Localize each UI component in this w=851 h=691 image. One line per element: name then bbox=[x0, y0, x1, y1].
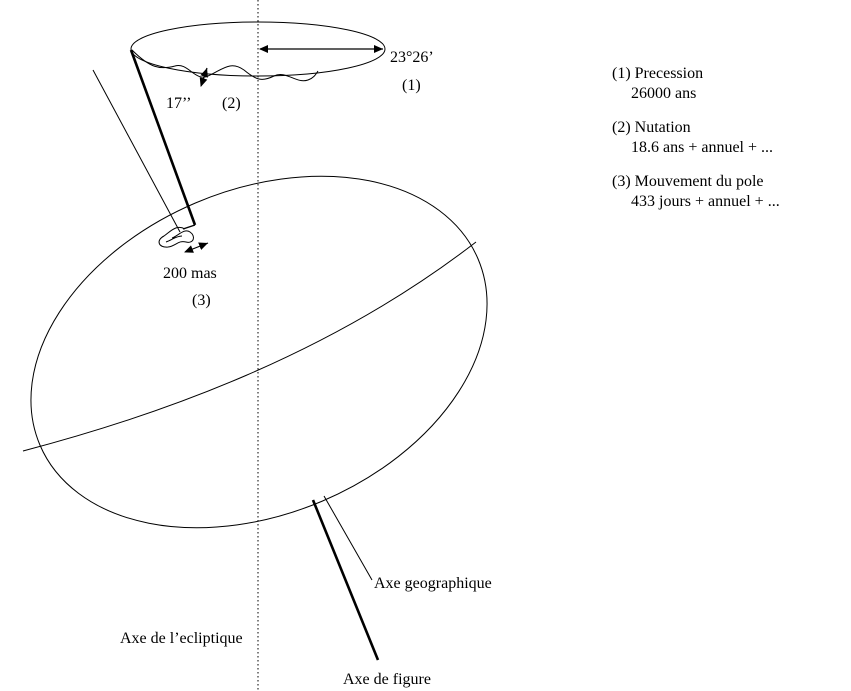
precession-cone-ellipse bbox=[130, 21, 386, 77]
ecliptic-axis-label: Axe de l’ecliptique bbox=[120, 630, 243, 647]
figure-axis-bottom bbox=[311, 499, 380, 661]
legend-item-nutation: (2) Nutation 18.6 ans + annuel + ... bbox=[612, 118, 780, 158]
legend-item-precession: (1) Precession 26000 ans bbox=[612, 64, 780, 104]
legend-detail: 18.6 ans + annuel + ... bbox=[631, 139, 774, 156]
figure-axis-label: Axe de figure bbox=[343, 671, 431, 688]
legend: (1) Precession 26000 ans (2) Nutation 18… bbox=[612, 64, 780, 226]
polar-motion-arrow bbox=[184, 242, 209, 253]
geographic-axis-label: Axe geographique bbox=[374, 575, 492, 592]
legend-item-polar-motion: (3) Mouvement du pole 433 jours + annuel… bbox=[612, 172, 780, 212]
figure-axis-hook bbox=[182, 224, 196, 230]
nutation-amplitude-label: 17’’ bbox=[166, 95, 191, 112]
polar-motion-amplitude-label: 200 mas bbox=[163, 265, 217, 282]
legend-title: (2) Nutation bbox=[612, 119, 691, 136]
equator-line bbox=[22, 241, 477, 452]
geographic-axis-bottom bbox=[323, 495, 373, 581]
legend-title: (3) Mouvement du pole bbox=[612, 173, 764, 190]
legend-detail: 26000 ans bbox=[631, 85, 697, 102]
precession-angle-label: 23°26’ bbox=[390, 49, 434, 66]
nutation-wave bbox=[131, 49, 319, 82]
polar-motion-index-label: (3) bbox=[192, 292, 211, 309]
figure-axis-top bbox=[129, 49, 197, 226]
precession-index-label: (1) bbox=[402, 77, 421, 94]
earth-ellipsoid bbox=[30, 175, 488, 529]
thin-axis-top bbox=[92, 69, 181, 233]
legend-title: (1) Precession bbox=[612, 65, 704, 82]
nutation-arrow bbox=[199, 67, 208, 87]
nutation-index-label: (2) bbox=[222, 95, 241, 112]
legend-detail: 433 jours + annuel + ... bbox=[631, 193, 780, 210]
polar-motion-scribble bbox=[158, 226, 194, 248]
